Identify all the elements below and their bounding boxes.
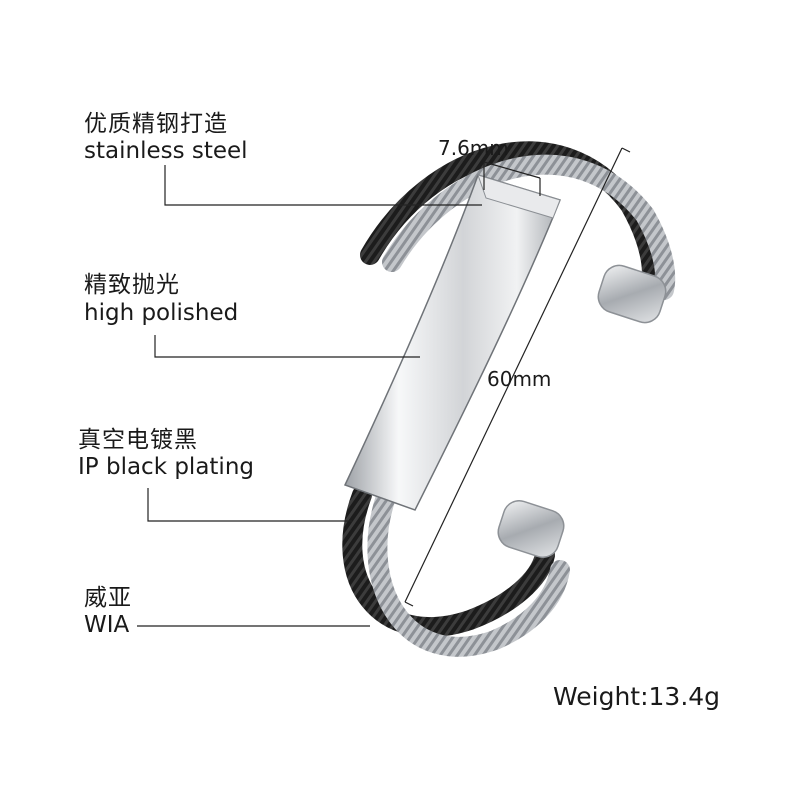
bracelet-bottom-cables bbox=[342, 485, 570, 657]
upper-end-cap bbox=[597, 264, 667, 324]
lower-end-cap bbox=[497, 500, 565, 558]
feature-1-zh: 优质精钢打造 bbox=[84, 111, 228, 137]
dimension-lines bbox=[404, 147, 631, 607]
black-cable-bottom bbox=[342, 485, 555, 638]
feature-1-en: stainless steel bbox=[84, 138, 248, 164]
leader-lines bbox=[137, 165, 482, 627]
silver-cable-bottom bbox=[367, 490, 570, 657]
feature-3-zh: 真空电镀黑 bbox=[78, 427, 198, 453]
leader-plating bbox=[147, 488, 352, 522]
leader-stainless bbox=[164, 165, 482, 206]
feature-2-zh: 精致抛光 bbox=[84, 272, 180, 298]
feature-3-en: IP black plating bbox=[78, 454, 254, 480]
width-dimension-label: 7.6mm bbox=[438, 136, 509, 160]
length-dimension-label: 60mm bbox=[487, 367, 552, 391]
feature-2-en: high polished bbox=[84, 300, 239, 326]
feature-4-zh: 威亚 bbox=[84, 585, 132, 611]
weight-label: Weight:13.4g bbox=[553, 682, 721, 711]
leader-polished bbox=[154, 335, 420, 358]
name-plate bbox=[343, 174, 561, 511]
feature-4-en: WIA bbox=[84, 612, 130, 638]
